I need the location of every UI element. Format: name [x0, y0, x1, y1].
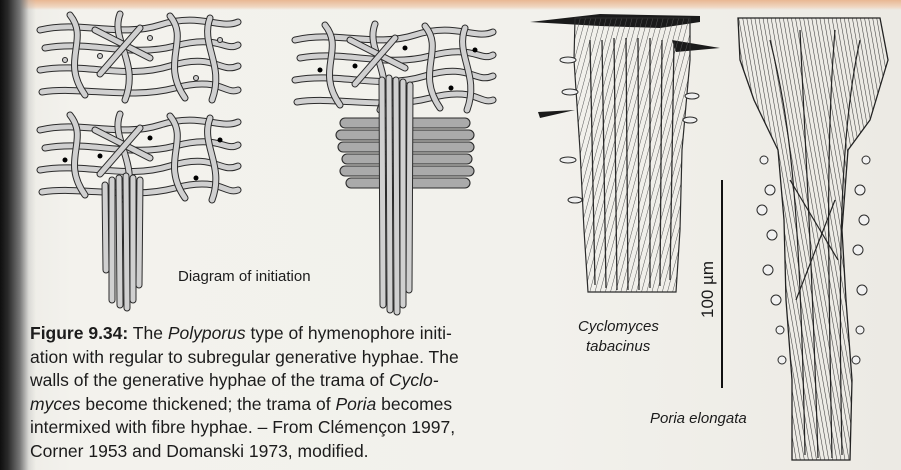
- caption-line-4: myces become thickened; the trama of Por…: [30, 393, 520, 417]
- label-poria-elongata: Poria elongata: [650, 410, 747, 427]
- label-diagram-of-initiation: Diagram of initiation: [178, 268, 311, 285]
- cyclomyces-drawing: [530, 14, 720, 292]
- figure-caption: Figure 9.34: The Polyporus type of hymen…: [30, 322, 520, 464]
- figure-number: Figure 9.34:: [30, 323, 128, 343]
- scale-bar-label: 100 µm: [698, 261, 718, 318]
- caption-line-5: intermixed with fibre hyphae. – From Clé…: [30, 416, 520, 440]
- initiation-diagram-center: [295, 24, 493, 312]
- poria-drawing: [738, 18, 888, 460]
- label-cyclomyces-line2: tabacinus: [586, 338, 650, 355]
- caption-line-3: walls of the generative hyphae of the tr…: [30, 369, 520, 393]
- caption-line-2: ation with regular to subregular generat…: [30, 346, 520, 370]
- label-cyclomyces-line1: Cyclomyces: [578, 318, 659, 335]
- caption-line-6: Corner 1953 and Domanski 1973, modified.: [30, 440, 520, 464]
- caption-line-1: Figure 9.34: The Polyporus type of hymen…: [30, 322, 520, 346]
- initiation-diagram-top-left: [40, 14, 238, 100]
